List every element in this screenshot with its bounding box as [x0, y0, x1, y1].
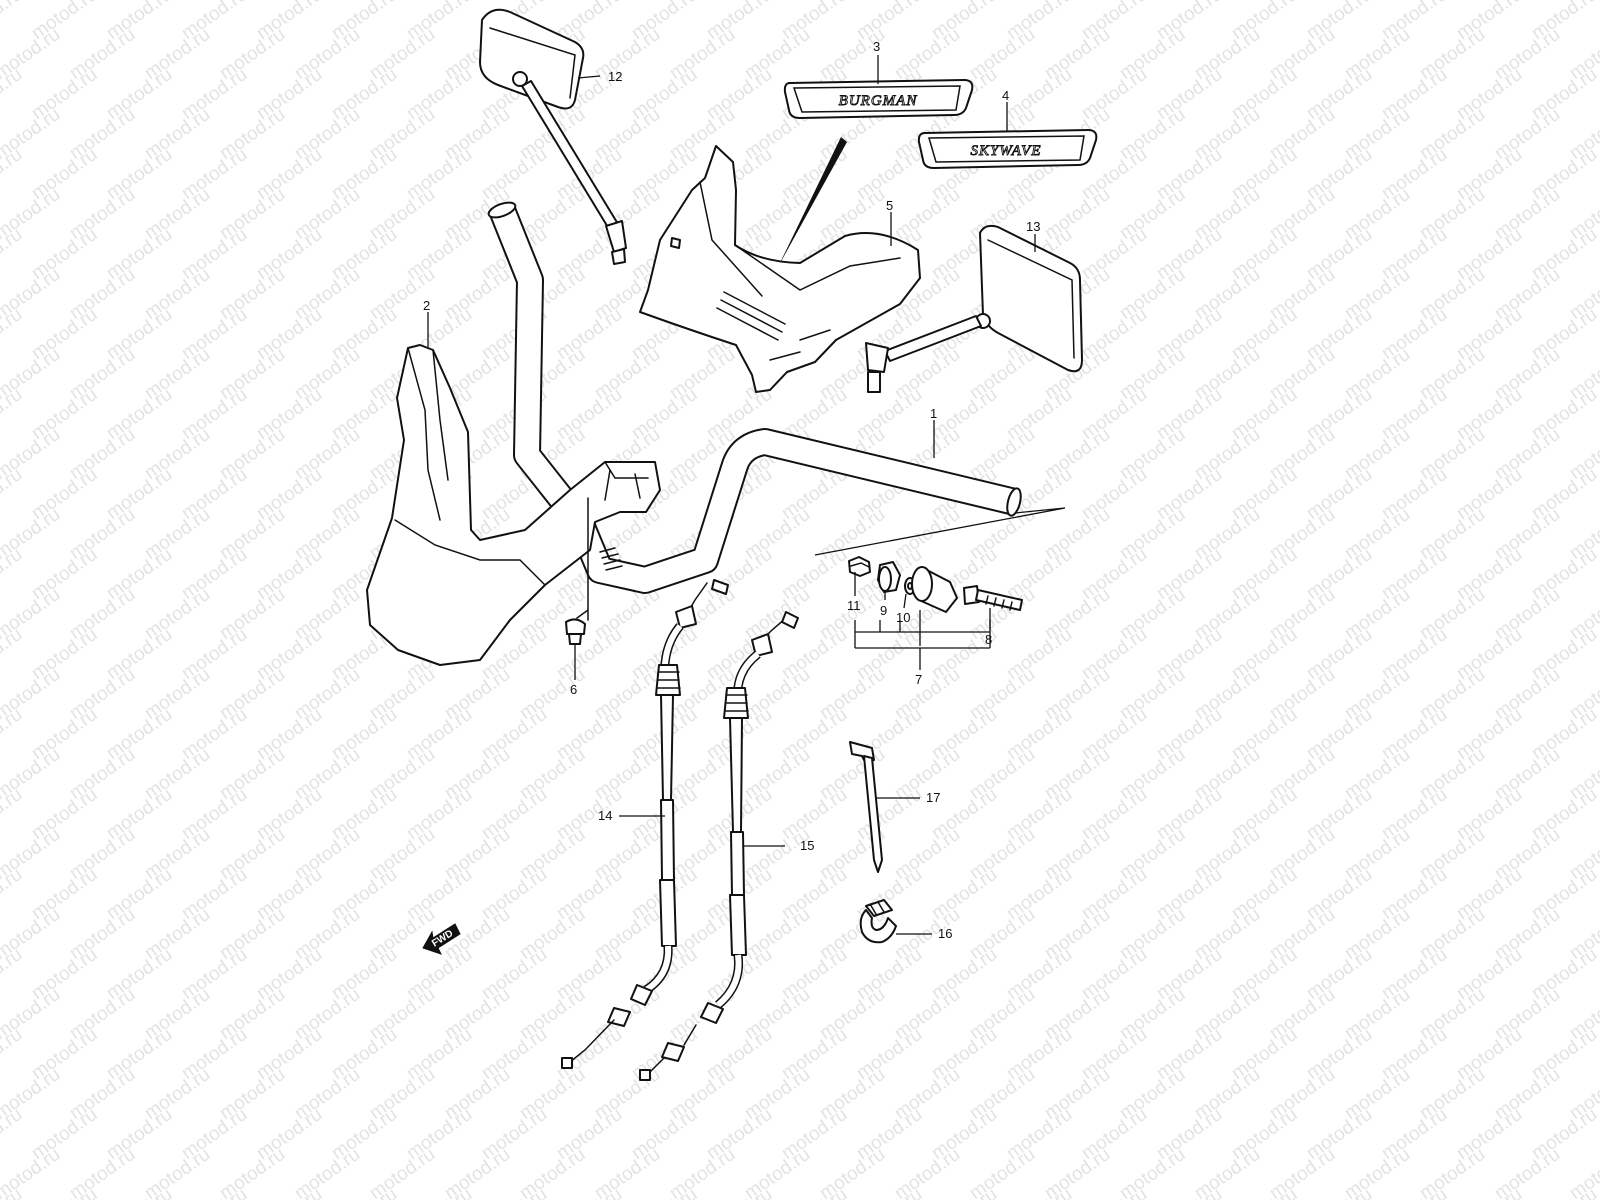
cover-screw [565, 497, 589, 645]
callout-11: 11 [847, 598, 861, 613]
callout-16: 16 [938, 926, 952, 941]
callout-14: 14 [598, 808, 612, 823]
callout-13: 13 [1026, 219, 1040, 234]
callout-3: 3 [873, 39, 880, 54]
callout-10: 10 [896, 610, 910, 625]
callout-numbers: 12 3 4 5 13 2 1 6 11 9 10 8 7 14 15 17 1… [423, 39, 1040, 941]
bar-end-weight [911, 566, 958, 613]
callout-1: 1 [930, 406, 937, 421]
hex-key [849, 741, 883, 873]
callout-2: 2 [423, 298, 430, 313]
throttle-cable-1 [561, 579, 729, 1069]
callout-6: 6 [570, 682, 577, 697]
throttle-cable-2 [639, 611, 799, 1081]
callout-4: 4 [1002, 88, 1009, 103]
callout-17: 17 [926, 790, 940, 805]
skywave-emblem: SKYWAVE [917, 129, 1098, 169]
callout-8: 8 [985, 632, 992, 647]
callout-15: 15 [800, 838, 814, 853]
callout-7: 7 [915, 672, 922, 687]
callout-12: 12 [608, 69, 622, 84]
callout-leaders [427, 55, 1036, 935]
bar-end-weight-set [848, 556, 1023, 613]
forward-direction-arrow: FWD [422, 923, 461, 955]
left-mirror [479, 8, 627, 265]
bar-end-nut [848, 556, 871, 577]
emblem-placement-arrow [778, 137, 847, 267]
burgman-emblem-text: BURGMAN [839, 93, 918, 109]
cable-clamp [859, 899, 897, 944]
callout-9: 9 [880, 603, 887, 618]
burgman-emblem: BURGMAN [783, 79, 974, 119]
right-mirror [865, 224, 1083, 393]
bar-end-bolt [963, 585, 1023, 611]
bar-end-cushion [877, 561, 901, 593]
bar-end-guide-lines [814, 507, 1066, 556]
skywave-emblem-text: SKYWAVE [970, 143, 1041, 159]
throttle-grip-knurl [599, 547, 623, 571]
upper-handlebar-cover [639, 145, 921, 393]
lower-handlebar-cover [366, 344, 661, 666]
callout-5: 5 [886, 198, 893, 213]
